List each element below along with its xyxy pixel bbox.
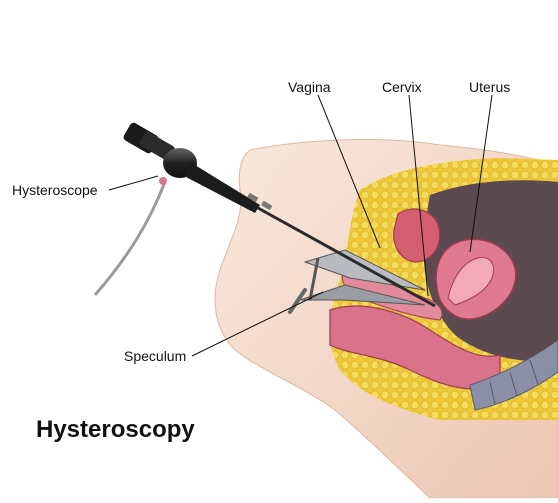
speculum-icon [288, 249, 426, 314]
vertebra-segments [489, 359, 539, 405]
cervix-label: Cervix [382, 79, 422, 95]
uterine-cavity [447, 256, 495, 306]
leader-lines [108, 94, 493, 357]
speculum-label: Speculum [124, 348, 187, 364]
uterus-label: Uterus [469, 79, 511, 95]
vagina-label: Vagina [288, 79, 331, 95]
hysteroscope-icon [93, 122, 436, 308]
diagram-title: Hysteroscopy [36, 416, 195, 443]
hysteroscope-label: Hysteroscope [12, 182, 98, 198]
bladder-shape [393, 208, 441, 263]
